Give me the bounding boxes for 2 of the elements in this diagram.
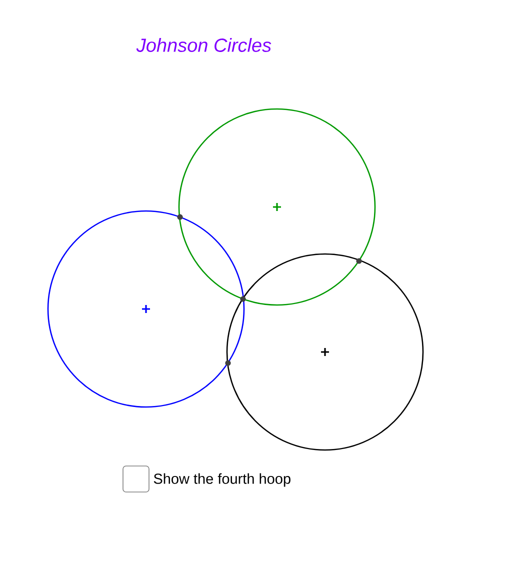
checkbox-label: Show the fourth hoop [154,473,290,487]
title: Johnson Circles [136,38,272,52]
